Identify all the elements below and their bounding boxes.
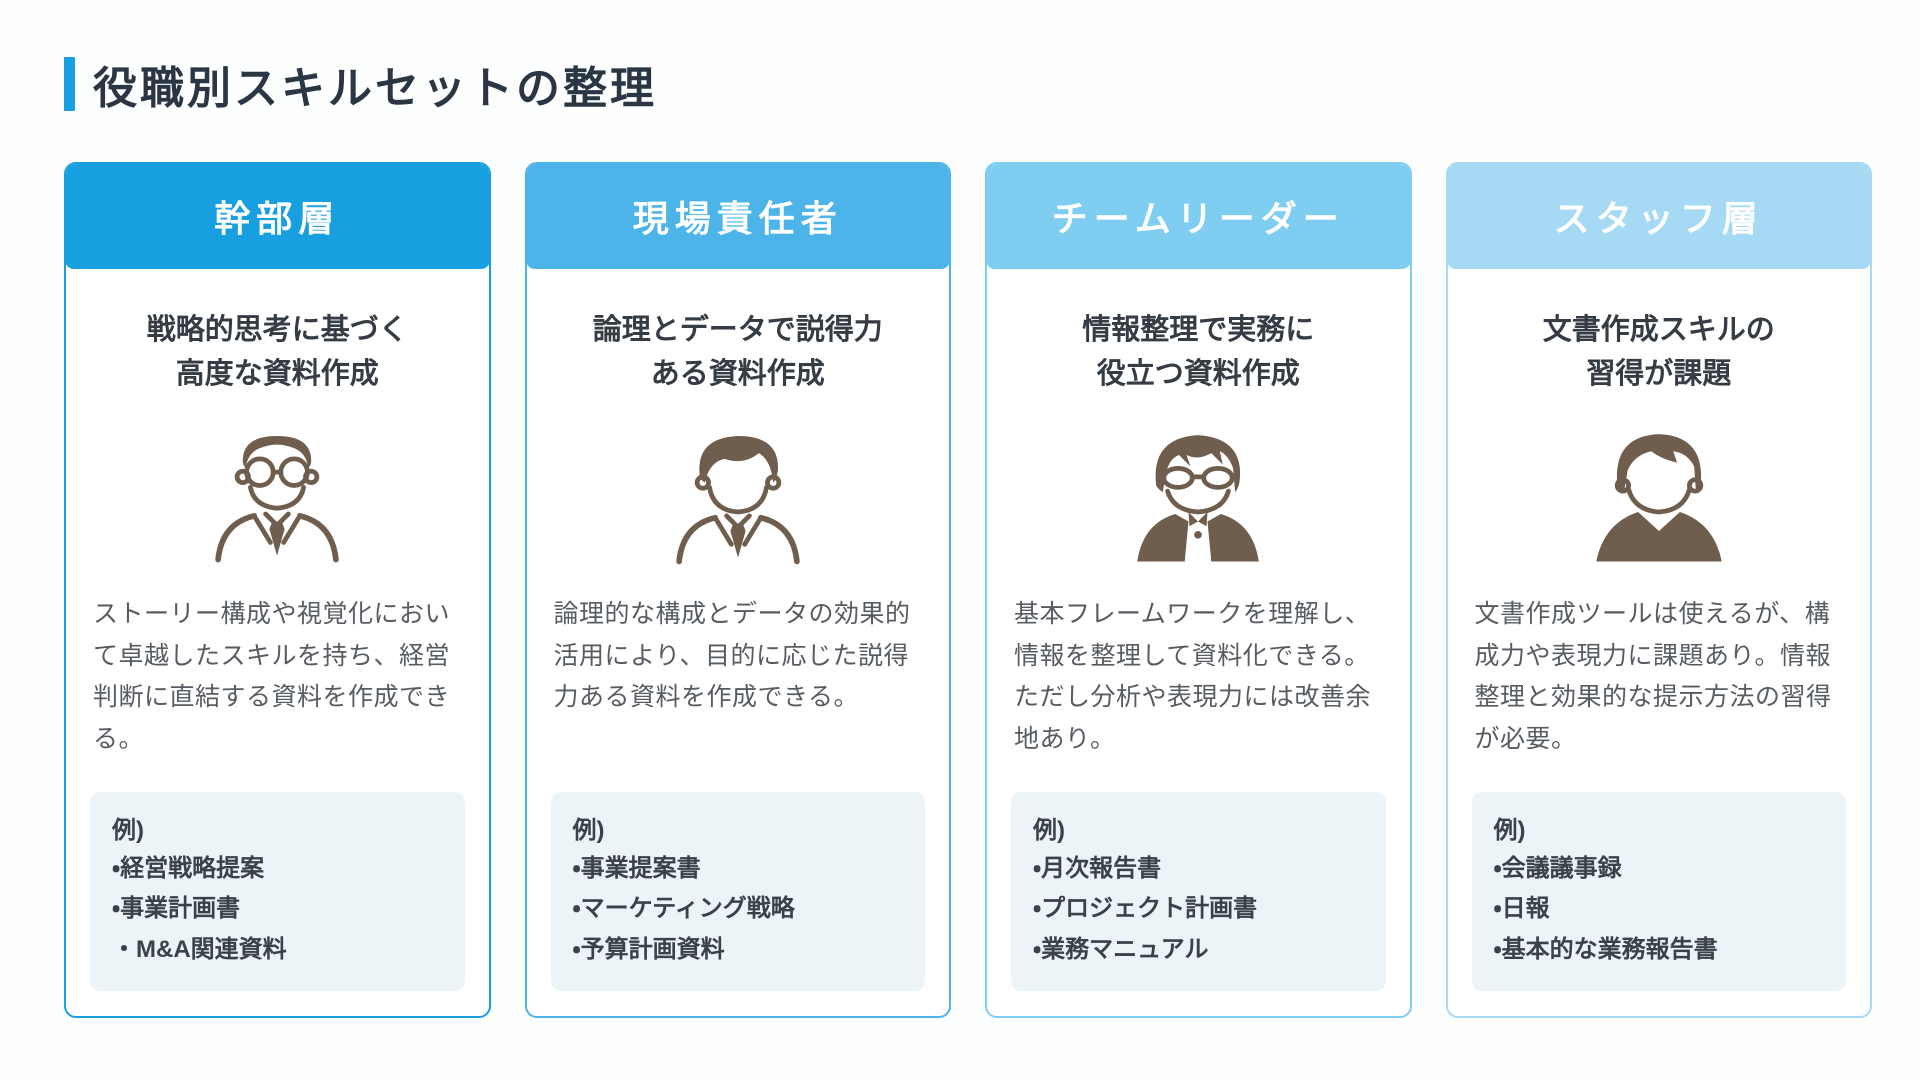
- example-item: 業務マニュアル: [1033, 930, 1364, 971]
- card-header: チームリーダー: [986, 164, 1410, 269]
- example-list: 経営戦略提案 事業計画書 M&A関連資料: [112, 849, 443, 971]
- subtitle-line: 戦略的思考に基づく: [146, 314, 408, 346]
- staff-vneck-icon: [1583, 418, 1735, 570]
- example-item: 事業提案書: [573, 849, 904, 890]
- card-subtitle: 情報整理で実務に 役立つ資料作成: [987, 309, 1410, 396]
- example-item: マーケティング戦略: [573, 889, 904, 930]
- example-label: 例): [1493, 816, 1526, 844]
- card-description: 文書作成ツールは使えるが、構成力や表現力に課題あり。情報整理と効果的な提示方法の…: [1474, 600, 1832, 753]
- role-title: スタッフ層: [1553, 198, 1764, 239]
- title-accent-bar: [64, 57, 75, 111]
- role-title: 現場責任者: [632, 198, 843, 239]
- subtitle-line: 文書作成スキルの: [1542, 314, 1775, 346]
- title-row: 役職別スキルセットの整理: [64, 52, 1872, 116]
- manager-suit-icon: [662, 418, 814, 570]
- example-list: 月次報告書 プロジェクト計画書 業務マニュアル: [1033, 849, 1364, 971]
- example-label: 例): [572, 816, 605, 844]
- role-card-team-leader: チームリーダー 情報整理で実務に 役立つ資料作成: [985, 162, 1412, 1018]
- role-card-executive: 幹部層 戦略的思考に基づく 高度な資料作成: [64, 162, 491, 1018]
- card-header: 現場責任者: [526, 164, 950, 269]
- page-title: 役職別スキルセットの整理: [93, 64, 657, 113]
- subtitle-line: 高度な資料作成: [175, 357, 379, 390]
- example-label: 例): [112, 816, 144, 844]
- role-title: 幹部層: [214, 198, 341, 239]
- example-item: 会議議事録: [1494, 849, 1825, 890]
- example-box: 例) 事業提案書 マーケティング戦略 予算計画資料: [550, 791, 925, 991]
- example-item: プロジェクト計画書: [1033, 889, 1364, 930]
- card-subtitle: 論理とデータで説得力 ある資料作成: [527, 309, 950, 396]
- example-list: 会議議事録 日報 基本的な業務報告書: [1494, 849, 1825, 971]
- subtitle-line: 情報整理で実務に: [1082, 314, 1315, 346]
- slide: 役職別スキルセットの整理 幹部層 戦略的思考に基づく 高度な資料作成: [0, 0, 1920, 1018]
- role-cards: 幹部層 戦略的思考に基づく 高度な資料作成: [64, 162, 1872, 1018]
- example-list: 事業提案書 マーケティング戦略 予算計画資料: [573, 849, 904, 971]
- example-item: 事業計画書: [112, 889, 443, 930]
- example-item: 月次報告書: [1033, 849, 1364, 890]
- example-item: 経営戦略提案: [112, 849, 443, 890]
- card-subtitle: 戦略的思考に基づく 高度な資料作成: [66, 309, 489, 396]
- role-card-manager: 現場責任者 論理とデータで説得力 ある資料作成: [524, 162, 951, 1018]
- subtitle-line: 習得が課題: [1586, 357, 1732, 390]
- subtitle-line: 論理とデータで説得力: [592, 314, 883, 346]
- subtitle-line: ある資料作成: [650, 357, 825, 390]
- example-box: 例) 月次報告書 プロジェクト計画書 業務マニュアル: [1011, 791, 1386, 991]
- example-item: M&A関連資料: [112, 930, 443, 971]
- example-item: 予算計画資料: [573, 930, 904, 971]
- role-card-staff: スタッフ層 文書作成スキルの 習得が課題 文書作成ツールは使えるが、構成力や表現…: [1445, 162, 1872, 1018]
- role-title: チームリーダー: [1051, 198, 1345, 239]
- example-item: 基本的な業務報告書: [1494, 930, 1825, 971]
- card-description: 論理的な構成とデータの効果的活用により、目的に応じた説得力ある資料を作成できる。: [553, 600, 911, 711]
- executive-glasses-suit-icon: [201, 418, 353, 570]
- card-header: スタッフ層: [1447, 164, 1871, 269]
- example-box: 例) 会議議事録 日報 基本的な業務報告書: [1471, 791, 1846, 991]
- example-item: 日報: [1494, 889, 1825, 930]
- card-description: 基本フレームワークを理解し、情報を整理して資料化できる。ただし分析や表現力には改…: [1014, 600, 1372, 753]
- card-subtitle: 文書作成スキルの 習得が課題: [1448, 309, 1871, 396]
- card-description: ストーリー構成や視覚化において卓越したスキルを持ち、経営判断に直結する資料を作成…: [93, 600, 451, 753]
- example-label: 例): [1033, 816, 1065, 844]
- subtitle-line: 役立つ資料作成: [1096, 357, 1300, 390]
- card-header: 幹部層: [65, 164, 489, 269]
- example-box: 例) 経営戦略提案 事業計画書 M&A関連資料: [90, 791, 465, 991]
- leader-glasses-cardigan-icon: [1122, 418, 1274, 570]
